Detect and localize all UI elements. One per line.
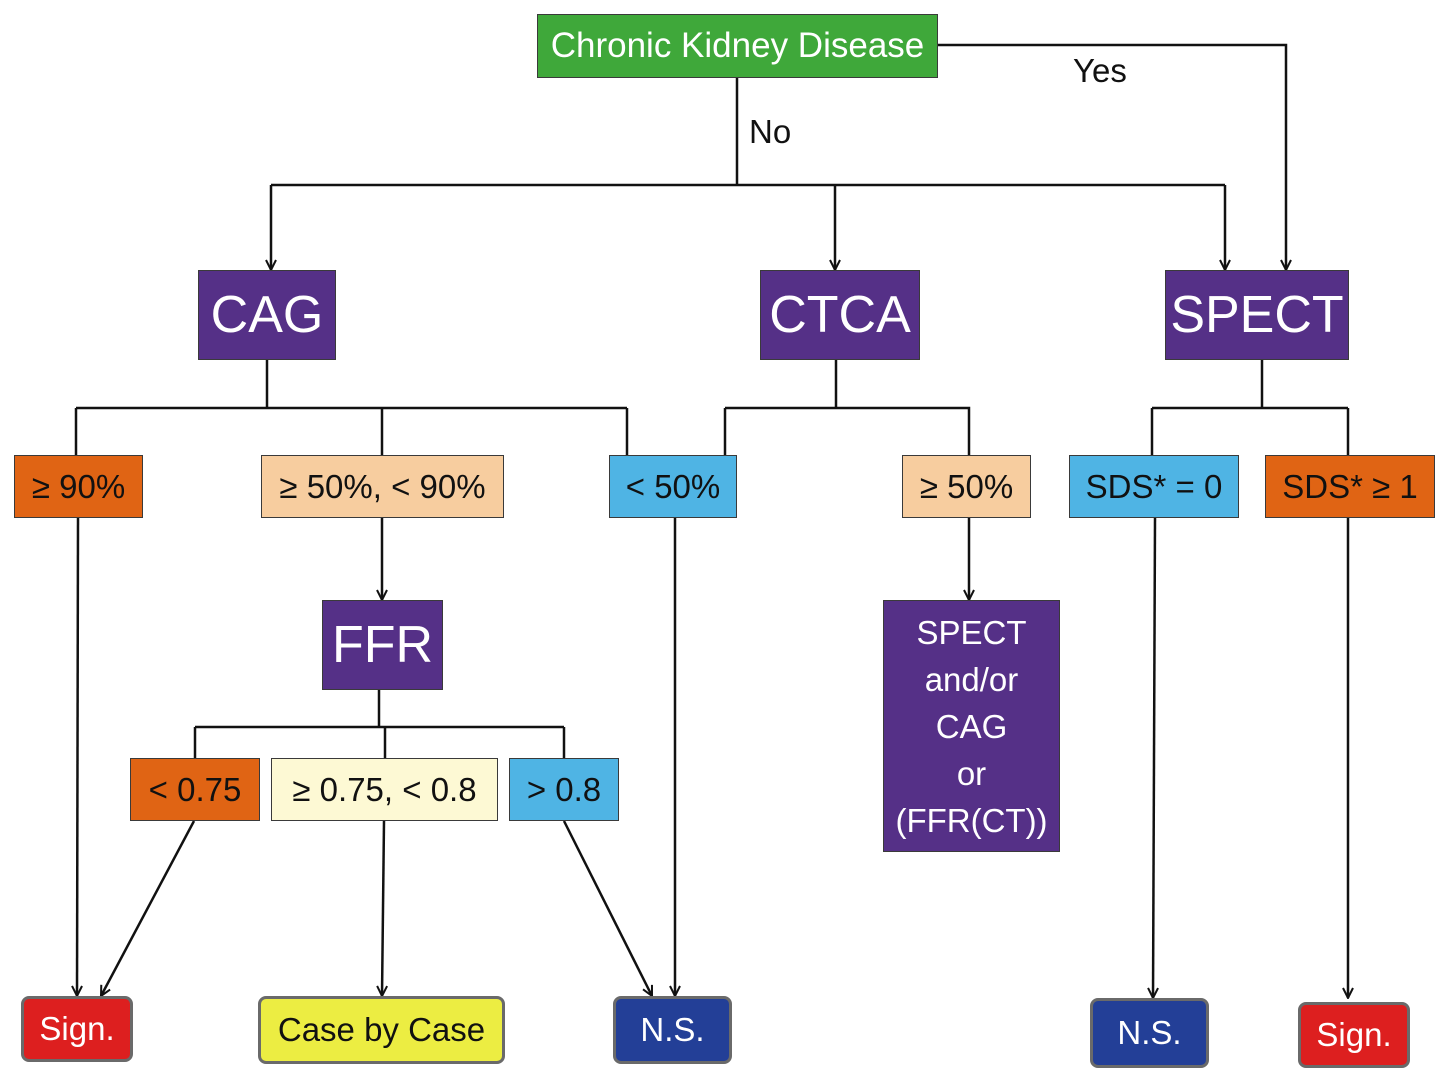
outcome-sign-left: Sign. [21,996,133,1062]
ctca-significant-node: ≥ 50% [902,455,1031,518]
followup-line-2: and/or [924,660,1019,698]
cag-severe-node: ≥ 90% [14,455,143,518]
ctca-bar [725,406,971,455]
cag-node: CAG [198,270,336,360]
yes-label: Yes [1073,52,1127,89]
followup-line-4: or [956,754,987,792]
ffr-high-node: > 0.8 [509,758,619,821]
cag-intermediate-node: ≥ 50%, < 90% [261,455,504,518]
cag-mild-node: < 50% [609,455,737,518]
ffr-grey-zone-node: ≥ 0.75, < 0.8 [271,758,498,821]
ctca-node: CTCA [760,270,920,360]
severe-to-sign [77,517,78,996]
root-yes-branch [938,43,1286,270]
outcome-sign-right: Sign. [1298,1002,1410,1068]
followup-line-1: SPECT [916,613,1027,651]
ffr-low-node: < 0.75 [130,758,260,821]
followup-line-3: CAG [935,707,1008,745]
ffr-high-to-ns [562,820,654,996]
followup-line-5: (FFR(CT)) [895,801,1048,839]
outcome-ns-right: N.S. [1090,998,1209,1068]
root-node: Chronic Kidney Disease [537,14,938,78]
outcome-case-by-case: Case by Case [258,996,505,1064]
spect-abnormal-node: SDS* ≥ 1 [1265,455,1435,518]
ctca-followup-node: SPECT and/or CAG or (FFR(CT)) [883,600,1060,852]
ffr-low-to-sign [99,820,196,996]
ffr-grey-to-case [382,820,384,996]
spect-normal-node: SDS* = 0 [1069,455,1239,518]
spect-node: SPECT [1165,270,1349,360]
ffr-node: FFR [322,600,443,690]
spect-normal-to-ns [1153,517,1155,998]
outcome-ns-middle: N.S. [613,996,732,1064]
no-label: No [749,113,792,150]
